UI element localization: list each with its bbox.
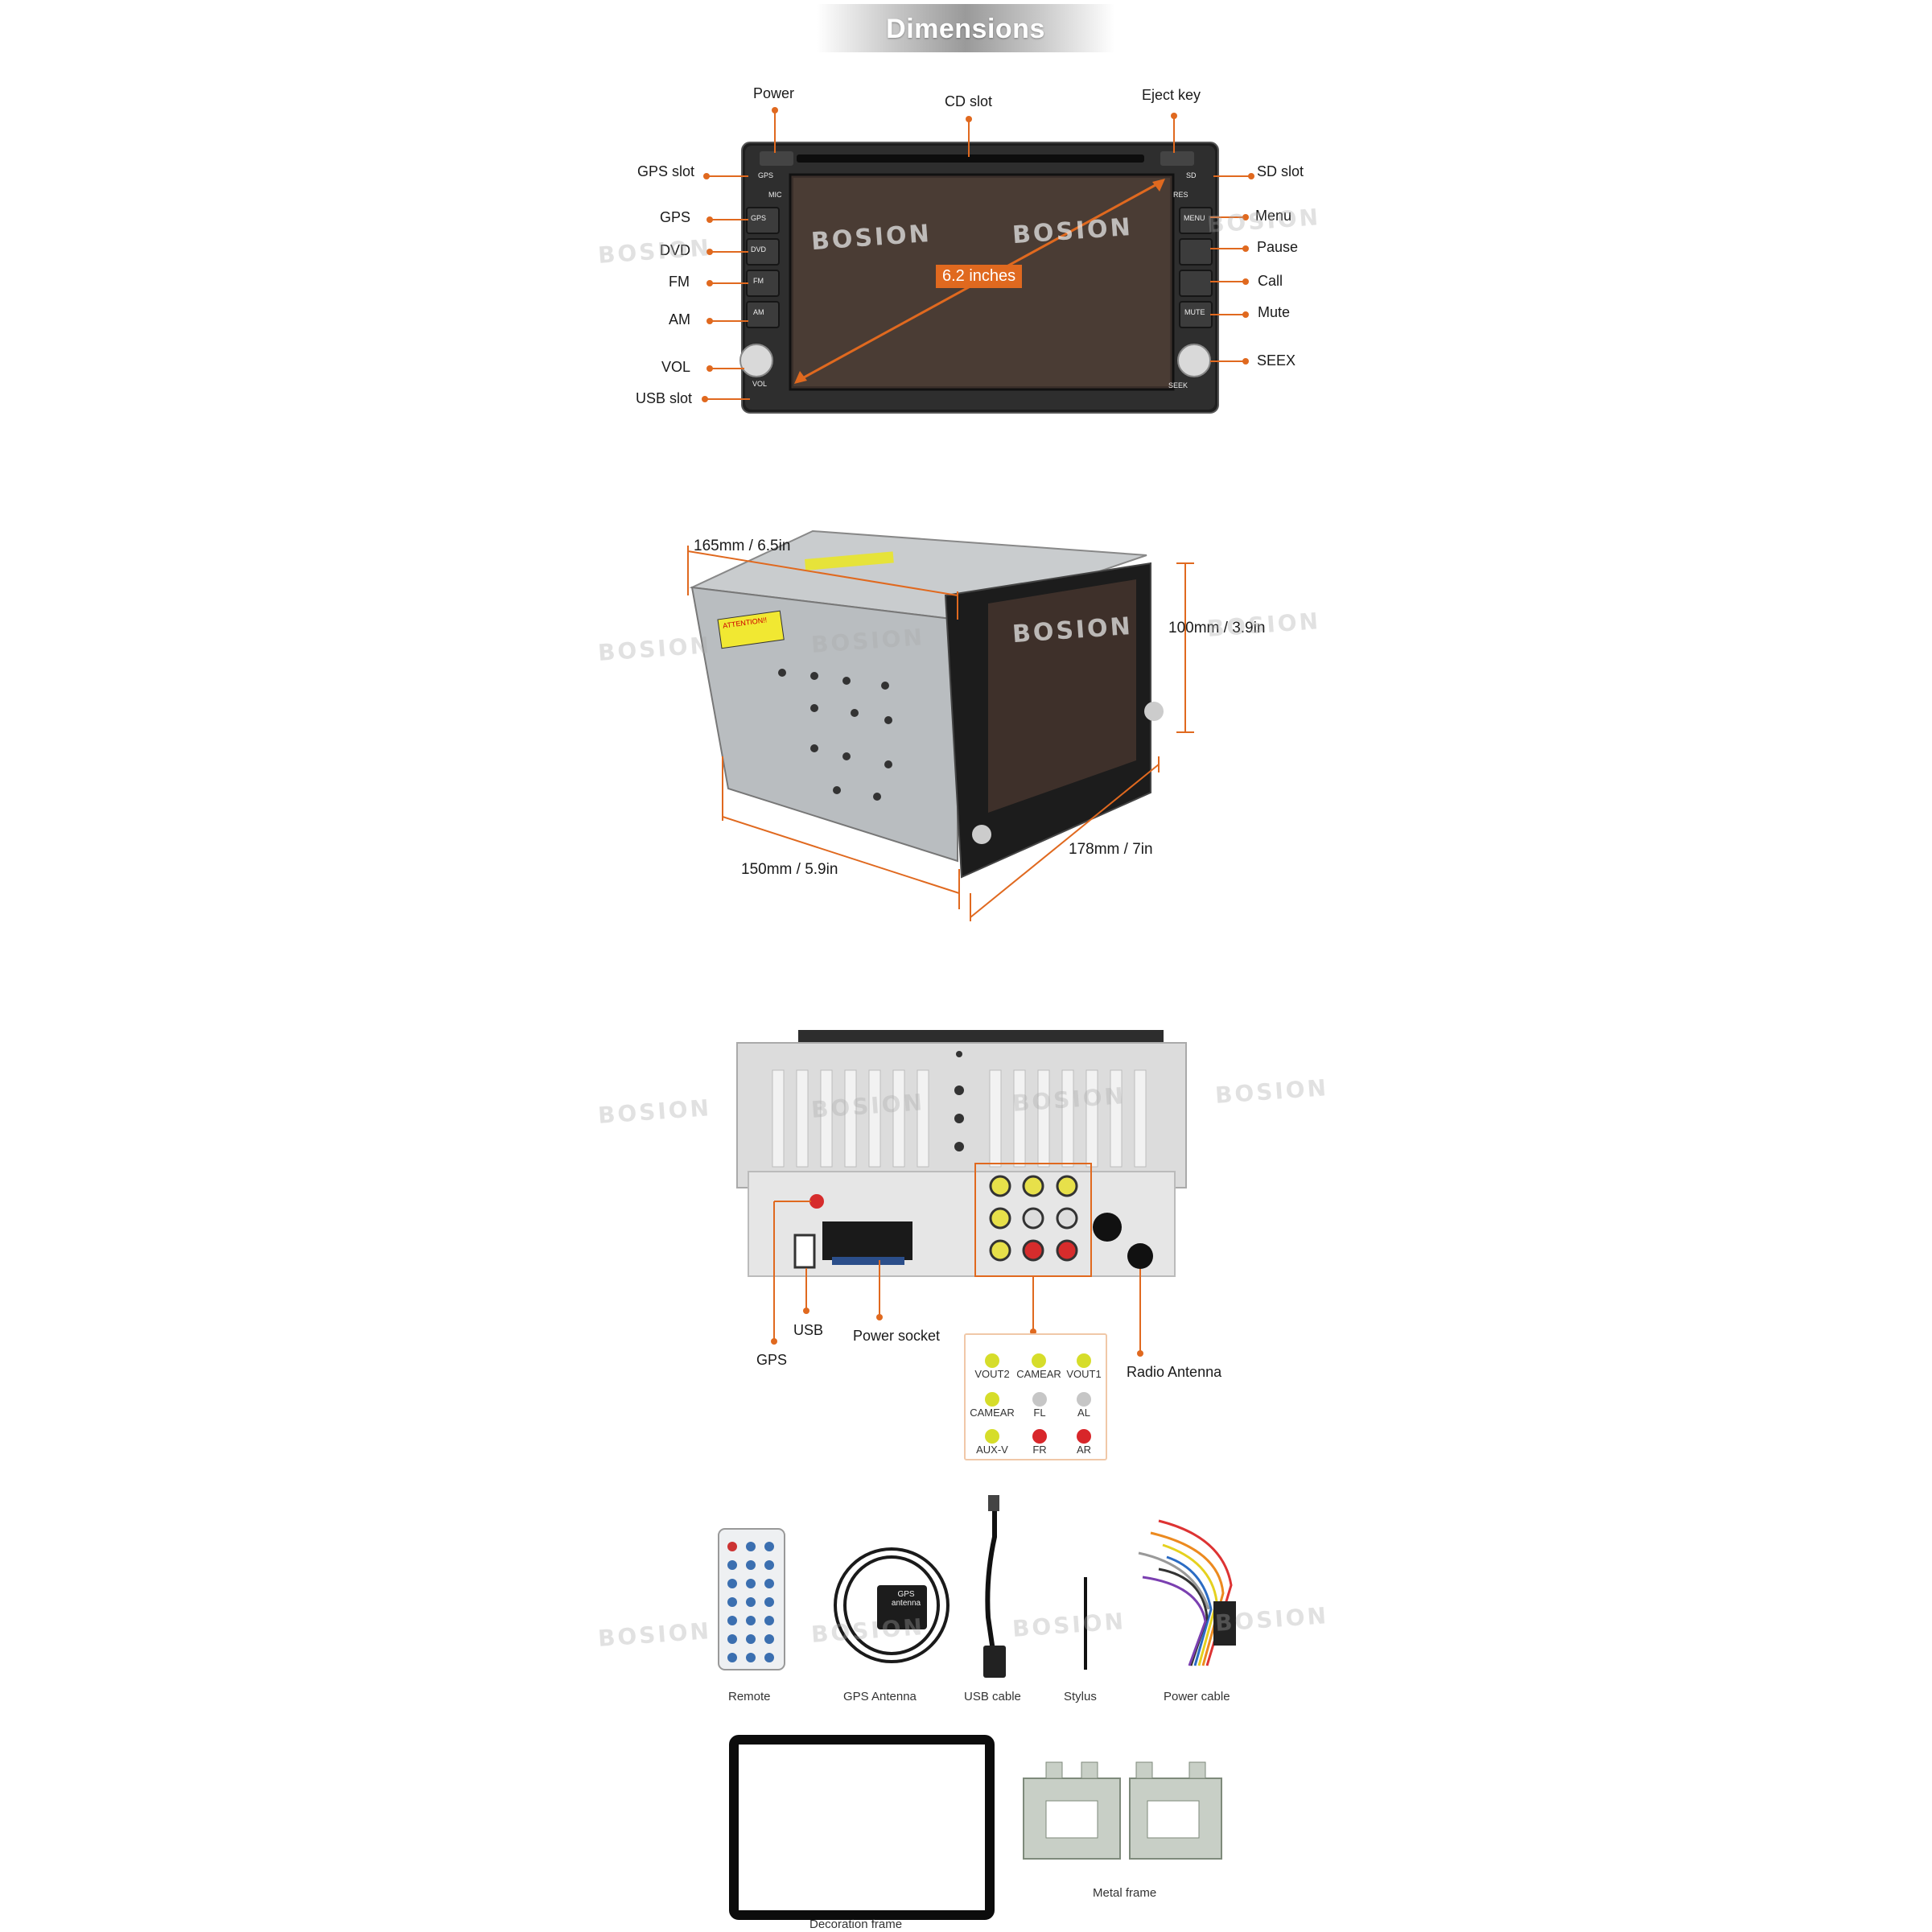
callout-dvd: DVD	[660, 242, 691, 258]
btn-gps-label: GPS	[751, 214, 767, 222]
callout-cd-slot: CD slot	[945, 93, 993, 109]
radio-antenna-jack	[1127, 1243, 1153, 1269]
gps-antenna-puck	[877, 1585, 927, 1629]
rca-legend-item: AL	[1062, 1392, 1106, 1419]
gps-antenna-tag: GPS antenna	[891, 1590, 921, 1608]
callout-pause: Pause	[1257, 239, 1299, 255]
callout-mute: Mute	[1258, 304, 1291, 320]
gps-antenna-cable	[834, 1547, 950, 1663]
callout-power: Power	[753, 85, 795, 101]
rear-label-radio-antenna: Radio Antenna	[1127, 1364, 1222, 1380]
volume-knob	[739, 344, 773, 377]
screen-size-badge: 6.2 inches	[936, 265, 1023, 288]
rear-panel-diagram	[736, 1030, 1187, 1460]
rca-legend-item: AUX-V	[967, 1429, 1017, 1456]
btn-am-label: AM	[753, 308, 764, 316]
callout-seex: SEEX	[1257, 352, 1296, 369]
rca-legend-item: CAMEAR	[1014, 1353, 1064, 1380]
seek-knob	[1177, 344, 1211, 377]
label-decoration-frame: Decoration frame	[809, 1918, 903, 1931]
usb-port	[793, 1234, 816, 1269]
callout-vol: VOL	[661, 359, 691, 375]
attention-sticker	[717, 610, 785, 649]
btn-sd-label: SD	[1186, 171, 1197, 179]
cd-slot	[797, 154, 1144, 163]
rca-legend-item: VOUT2	[970, 1353, 1014, 1380]
accessories-diagram	[718, 1495, 1236, 1920]
btn-mic-label: MIC	[768, 191, 782, 199]
label-stylus: Stylus	[1064, 1690, 1097, 1703]
btn-gps-small-label: GPS	[758, 171, 774, 179]
label-power-cable: Power cable	[1164, 1690, 1230, 1703]
label-remote: Remote	[728, 1690, 771, 1703]
callout-sd-slot: SD slot	[1257, 163, 1304, 179]
callout-gps-slot: GPS slot	[637, 163, 695, 179]
dim-height: 100mm / 3.9in	[1168, 620, 1266, 636]
callout-call: Call	[1258, 273, 1283, 289]
rear-label-usb: USB	[793, 1322, 824, 1338]
unit-dimension-diagram	[687, 529, 1194, 921]
callout-eject-key: Eject key	[1142, 87, 1201, 103]
dim-depth: 165mm / 6.5in	[694, 538, 791, 554]
btn-vol-label: VOL	[752, 380, 768, 388]
btn-dvd-label: DVD	[751, 245, 767, 253]
rca-legend-item: AR	[1062, 1429, 1106, 1456]
metal-frame	[1023, 1761, 1222, 1860]
power-cable	[1138, 1519, 1233, 1666]
btn-mute-label: MUTE	[1184, 308, 1205, 316]
front-panel-diagram	[702, 107, 1254, 414]
gps-connector	[809, 1194, 824, 1209]
unit-side	[690, 586, 958, 863]
callout-gps: GPS	[660, 209, 691, 225]
usb-cable	[985, 1505, 997, 1662]
label-gps-antenna: GPS Antenna	[843, 1690, 917, 1703]
callout-fm: FM	[669, 274, 690, 290]
callout-am: AM	[669, 311, 690, 327]
dim-width-back: 150mm / 5.9in	[741, 861, 838, 878]
callout-usb-slot: USB slot	[636, 390, 693, 406]
rear-label-power-socket: Power socket	[853, 1328, 941, 1344]
btn-seek-label: SEEK	[1168, 381, 1188, 389]
callout-menu: Menu	[1255, 208, 1292, 224]
section-title: Dimensions	[886, 14, 1045, 44]
btn-res-label: RES	[1173, 191, 1188, 199]
rca-legend-item: VOUT1	[1062, 1353, 1106, 1380]
dim-width-front: 178mm / 7in	[1069, 841, 1153, 858]
section-header: Dimensions	[817, 4, 1114, 52]
btn-menu-label: MENU	[1184, 214, 1205, 222]
label-usb-cable: USB cable	[964, 1690, 1021, 1703]
btn-fm-label: FM	[753, 277, 764, 285]
decoration-frame	[729, 1735, 995, 1920]
rear-label-gps: GPS	[756, 1352, 788, 1368]
rca-legend-item: CAMEAR	[967, 1392, 1017, 1419]
power-socket	[822, 1221, 912, 1260]
label-metal-frame: Metal frame	[1093, 1886, 1157, 1900]
rca-legend-item: FL	[1018, 1392, 1061, 1419]
rca-legend-item: FR	[1018, 1429, 1061, 1456]
